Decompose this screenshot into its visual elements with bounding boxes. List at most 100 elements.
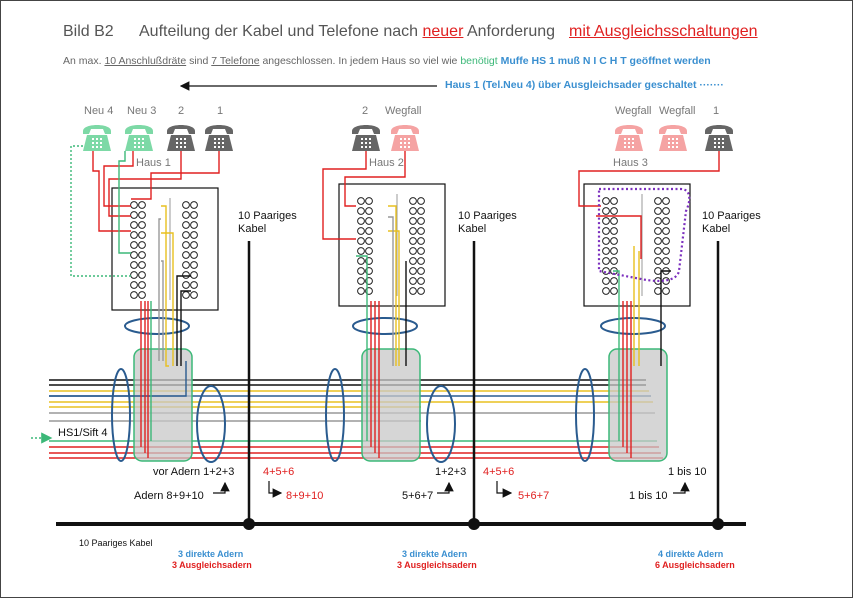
h2-direct: 3 direkte Adern (402, 549, 468, 559)
terminal-screw (409, 197, 417, 205)
terminal-screw (190, 211, 198, 219)
bent-arrow-h1-left (213, 481, 230, 494)
node-3 (712, 518, 724, 530)
ellipse-h2-left (325, 368, 345, 462)
terminal-screw (138, 281, 146, 289)
terminal-screw (182, 231, 190, 239)
terminal-screw (138, 201, 146, 209)
sub-e: angeschlossen. In jedem Haus so viel wie (262, 55, 458, 67)
annot-h2-567-left: 5+6+7 (402, 490, 434, 502)
terminal-screw (662, 227, 670, 235)
terminal-screw (357, 197, 365, 205)
terminal-screw (417, 237, 425, 245)
annot-h3-1bis10-top: 1 bis 10 (668, 466, 707, 478)
sub-d: 7 Telefone (211, 55, 260, 67)
cable-label-1: 10 Paariges Kabel (238, 210, 297, 235)
terminal-screw (365, 197, 373, 205)
terminal-screw (357, 287, 365, 295)
terminal-screw (190, 271, 198, 279)
wires-house-1 (49, 145, 220, 458)
terminal-screw (365, 227, 373, 235)
telephone-icon (615, 125, 643, 151)
ellipse-h1-left (111, 368, 131, 462)
phone-label-h3-1: 1 (713, 105, 720, 117)
terminal-screw (130, 251, 138, 259)
terminal-screw (602, 277, 610, 285)
bent-arrow-h1-right (268, 481, 283, 498)
phone-label-h1-2: 2 (178, 105, 185, 117)
hs1-label: HS1/Sift 4 (58, 427, 108, 439)
telephone-icon (205, 125, 233, 151)
terminal-screw (417, 277, 425, 285)
terminal-screw (417, 197, 425, 205)
h3-direct: 4 direkte Adern (658, 549, 724, 559)
cable-label-2: 10 Paariges Kabel (458, 210, 517, 235)
terminal-screw (190, 261, 198, 269)
terminal-screw (417, 287, 425, 295)
terminal-box-3 (583, 183, 691, 307)
terminal-screw (130, 241, 138, 249)
terminal-screw (610, 207, 618, 215)
terminal-screw (602, 197, 610, 205)
terminal-screw (409, 267, 417, 275)
ellipse-h1-right (196, 385, 226, 463)
splice-box-1 (133, 348, 193, 462)
terminal-screw (365, 217, 373, 225)
h1-direct: 3 direkte Adern (178, 549, 244, 559)
phone-label-h1-1: 1 (217, 105, 224, 117)
annot-h1-8910: 8+9+10 (286, 490, 324, 502)
title-neuer: neuer (422, 23, 464, 40)
bottom-cable-label: 10 Paariges Kabel (79, 538, 153, 548)
terminal-screw (409, 237, 417, 245)
terminal-screw (602, 227, 610, 235)
terminal-rows (130, 194, 670, 300)
terminal-screw (409, 277, 417, 285)
title-part1: Aufteilung der Kabel und Telefone nach (139, 23, 423, 40)
annot-h1-456: 4+5+6 (263, 466, 295, 478)
note-haus1: Haus 1 (Tel.Neu 4) über Ausgleichsader g… (445, 79, 724, 91)
terminal-screw (610, 287, 618, 295)
terminal-screw (130, 261, 138, 269)
terminal-screw (357, 267, 365, 275)
terminal-screw (182, 201, 190, 209)
h1-ausgl: 3 Ausgleichsadern (172, 560, 252, 570)
terminal-screw (357, 237, 365, 245)
terminal-screw (190, 241, 198, 249)
terminal-screw (182, 241, 190, 249)
terminal-box-2 (338, 183, 446, 307)
terminal-screw (138, 261, 146, 269)
wires-house-2 (322, 151, 407, 458)
terminal-screw (182, 291, 190, 299)
terminal-screw (182, 261, 190, 269)
terminal-screw (130, 281, 138, 289)
terminal-screw (654, 247, 662, 255)
terminal-screw (130, 201, 138, 209)
terminal-screw (662, 287, 670, 295)
terminal-screw (182, 221, 190, 229)
terminal-screw (357, 217, 365, 225)
phone-label-neu4: Neu 4 (84, 105, 114, 117)
terminal-screw (610, 257, 618, 265)
sub-a: An max. (63, 55, 102, 67)
sub-c: sind (189, 55, 209, 67)
terminal-screw (138, 231, 146, 239)
terminal-screw (365, 207, 373, 215)
terminal-screw (190, 221, 198, 229)
phone-label-h3-wegfall2: Wegfall (659, 105, 696, 117)
terminal-screw (357, 257, 365, 265)
terminal-screw (610, 197, 618, 205)
splice-box-3 (608, 348, 668, 462)
terminal-screw (182, 281, 190, 289)
terminal-screw (130, 221, 138, 229)
telephone-icon (391, 125, 419, 151)
telephone-icon (167, 125, 195, 151)
terminal-screw (357, 207, 365, 215)
ellipse-h3-top (600, 317, 666, 335)
terminal-screw (602, 237, 610, 245)
terminal-screw (602, 207, 610, 215)
node-1 (243, 518, 255, 530)
terminal-screw (662, 217, 670, 225)
terminal-screw (357, 277, 365, 285)
